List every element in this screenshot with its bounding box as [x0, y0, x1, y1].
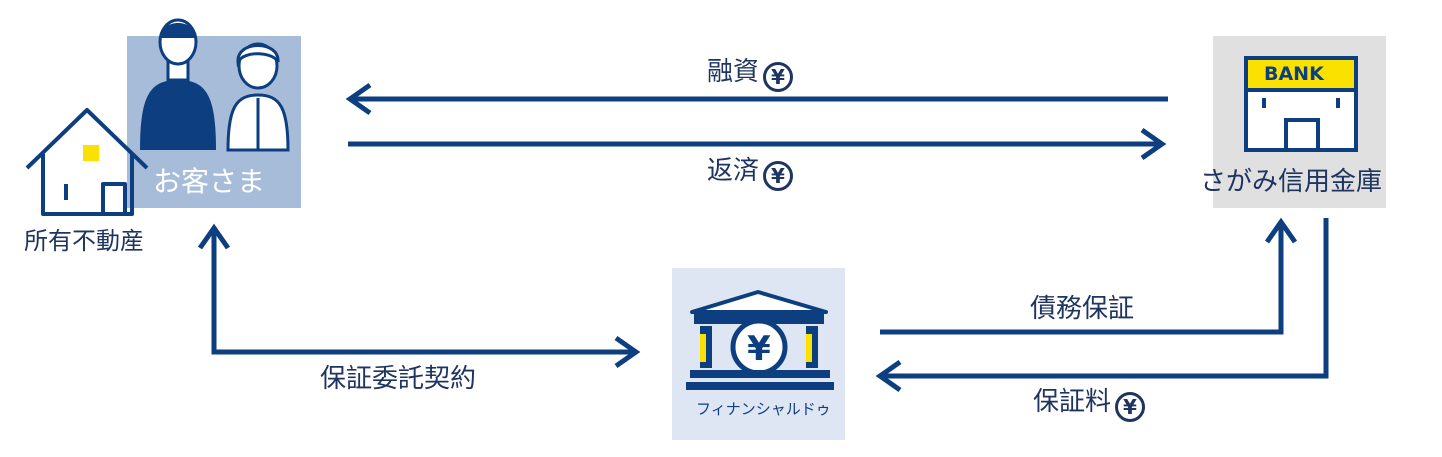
yen-circle-icon: ¥ — [1115, 392, 1146, 422]
guarantee-fee-label: 保証料¥ — [1033, 387, 1146, 422]
house-icon — [25, 108, 149, 216]
yen-circle-icon: ¥ — [763, 62, 794, 92]
customer-label: お客さま — [153, 165, 266, 198]
yen-temple-icon: ¥ — [686, 290, 834, 390]
arrows — [197, 82, 1329, 393]
bank-sign-label: BANK — [1264, 63, 1324, 85]
guarantor-label: フィナンシャルドゥ — [696, 400, 831, 418]
loan-label: 融資¥ — [707, 57, 794, 92]
bank-building-icon — [1244, 56, 1358, 152]
yen-circle-icon: ¥ — [763, 161, 794, 191]
guarantee-fee-text: 保証料 — [1033, 387, 1112, 417]
svg-text:¥: ¥ — [747, 329, 771, 369]
repayment-label: 返済¥ — [707, 156, 794, 191]
property-label: 所有不動産 — [24, 227, 144, 255]
couple-icon — [140, 18, 290, 152]
loan-text: 融資 — [707, 57, 760, 87]
guarantee-contract-label: 保証委託契約 — [320, 364, 477, 394]
debt-guarantee-label: 債務保証 — [1030, 294, 1135, 324]
repayment-text: 返済 — [707, 156, 760, 186]
bank-label: さがみ信用金庫 — [1200, 167, 1383, 197]
